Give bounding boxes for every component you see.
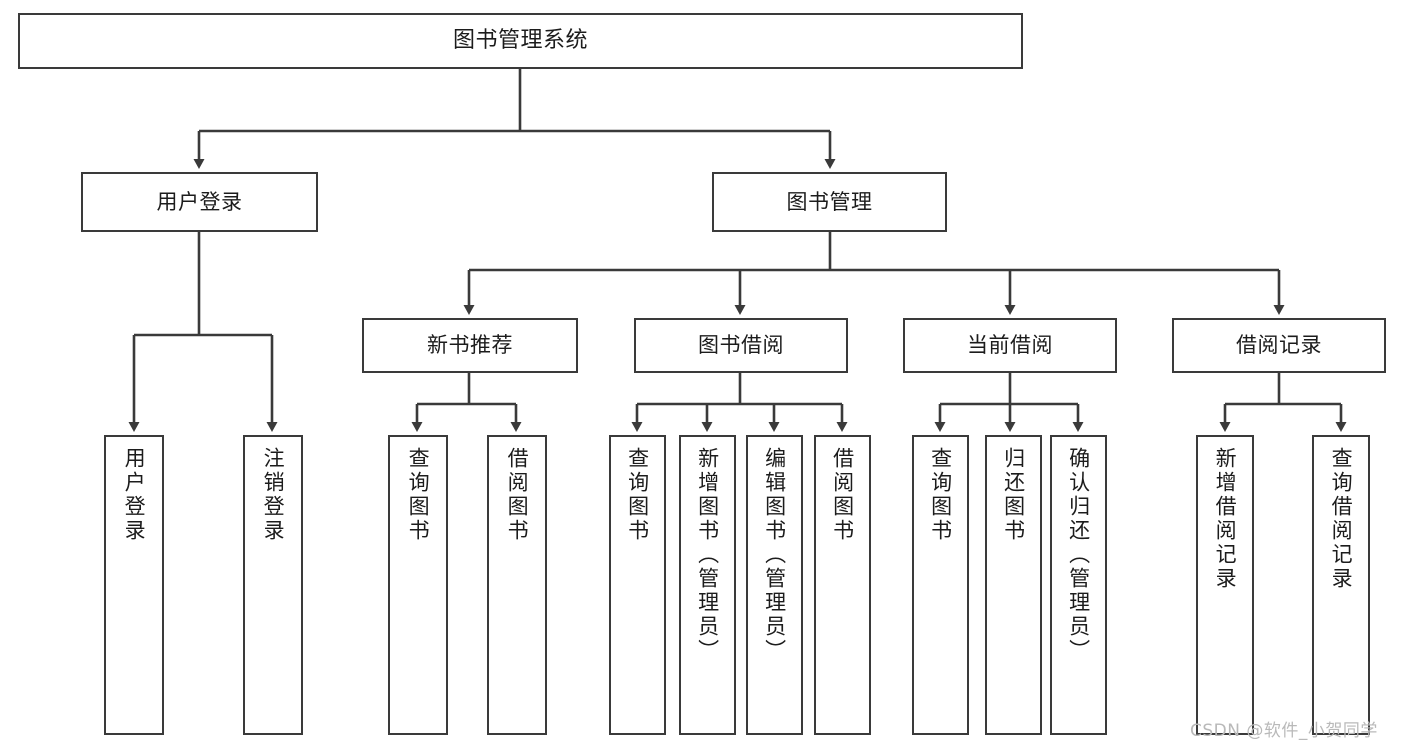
leaf-add-book[interactable]: 新增图书（管理员） xyxy=(679,435,736,735)
leaf-borrow-book-2[interactable]: 借阅图书 xyxy=(814,435,871,735)
node-borrow-record[interactable]: 借阅记录 xyxy=(1172,318,1386,373)
leaf-edit-book-label: 编辑图书（管理员） xyxy=(762,447,787,663)
leaf-add-book-label: 新增图书（管理员） xyxy=(695,447,720,663)
node-root[interactable]: 图书管理系统 xyxy=(18,13,1023,69)
node-current-borrow[interactable]: 当前借阅 xyxy=(903,318,1117,373)
node-user-login[interactable]: 用户登录 xyxy=(81,172,318,232)
leaf-confirm-return-label: 确认归还（管理员） xyxy=(1066,447,1091,663)
node-book-borrow-label: 图书借阅 xyxy=(698,333,784,358)
leaf-logout[interactable]: 注销登录 xyxy=(243,435,303,735)
node-current-borrow-label: 当前借阅 xyxy=(967,333,1053,358)
leaf-query-record[interactable]: 查询借阅记录 xyxy=(1312,435,1370,735)
leaf-user-login[interactable]: 用户登录 xyxy=(104,435,164,735)
node-user-login-label: 用户登录 xyxy=(156,189,243,214)
leaf-query-book-1-label: 查询图书 xyxy=(406,447,431,543)
leaf-query-book-3[interactable]: 查询图书 xyxy=(912,435,969,735)
csdn-watermark: CSDN @软件_小贺同学 xyxy=(1190,721,1378,741)
leaf-return-book[interactable]: 归还图书 xyxy=(985,435,1042,735)
leaf-edit-book[interactable]: 编辑图书（管理员） xyxy=(746,435,803,735)
leaf-query-book-3-label: 查询图书 xyxy=(928,447,953,543)
node-book-manage-label: 图书管理 xyxy=(786,189,873,214)
node-borrow-record-label: 借阅记录 xyxy=(1236,333,1322,358)
node-book-borrow[interactable]: 图书借阅 xyxy=(634,318,848,373)
leaf-add-record-label: 新增借阅记录 xyxy=(1213,447,1238,591)
leaf-borrow-book-1-label: 借阅图书 xyxy=(505,447,530,543)
node-root-label: 图书管理系统 xyxy=(452,28,588,54)
leaf-confirm-return[interactable]: 确认归还（管理员） xyxy=(1050,435,1107,735)
node-new-book-rec[interactable]: 新书推荐 xyxy=(362,318,578,373)
leaf-borrow-book-2-label: 借阅图书 xyxy=(830,447,855,543)
node-new-book-rec-label: 新书推荐 xyxy=(427,333,513,358)
node-book-manage[interactable]: 图书管理 xyxy=(712,172,947,232)
leaf-logout-label: 注销登录 xyxy=(261,447,286,543)
leaf-query-book-2[interactable]: 查询图书 xyxy=(609,435,666,735)
leaf-borrow-book-1[interactable]: 借阅图书 xyxy=(487,435,547,735)
leaf-add-record[interactable]: 新增借阅记录 xyxy=(1196,435,1254,735)
leaf-user-login-label: 用户登录 xyxy=(122,447,147,543)
leaf-query-record-label: 查询借阅记录 xyxy=(1329,447,1354,591)
leaf-return-book-label: 归还图书 xyxy=(1001,447,1026,543)
leaf-query-book-2-label: 查询图书 xyxy=(625,447,650,543)
leaf-query-book-1[interactable]: 查询图书 xyxy=(388,435,448,735)
